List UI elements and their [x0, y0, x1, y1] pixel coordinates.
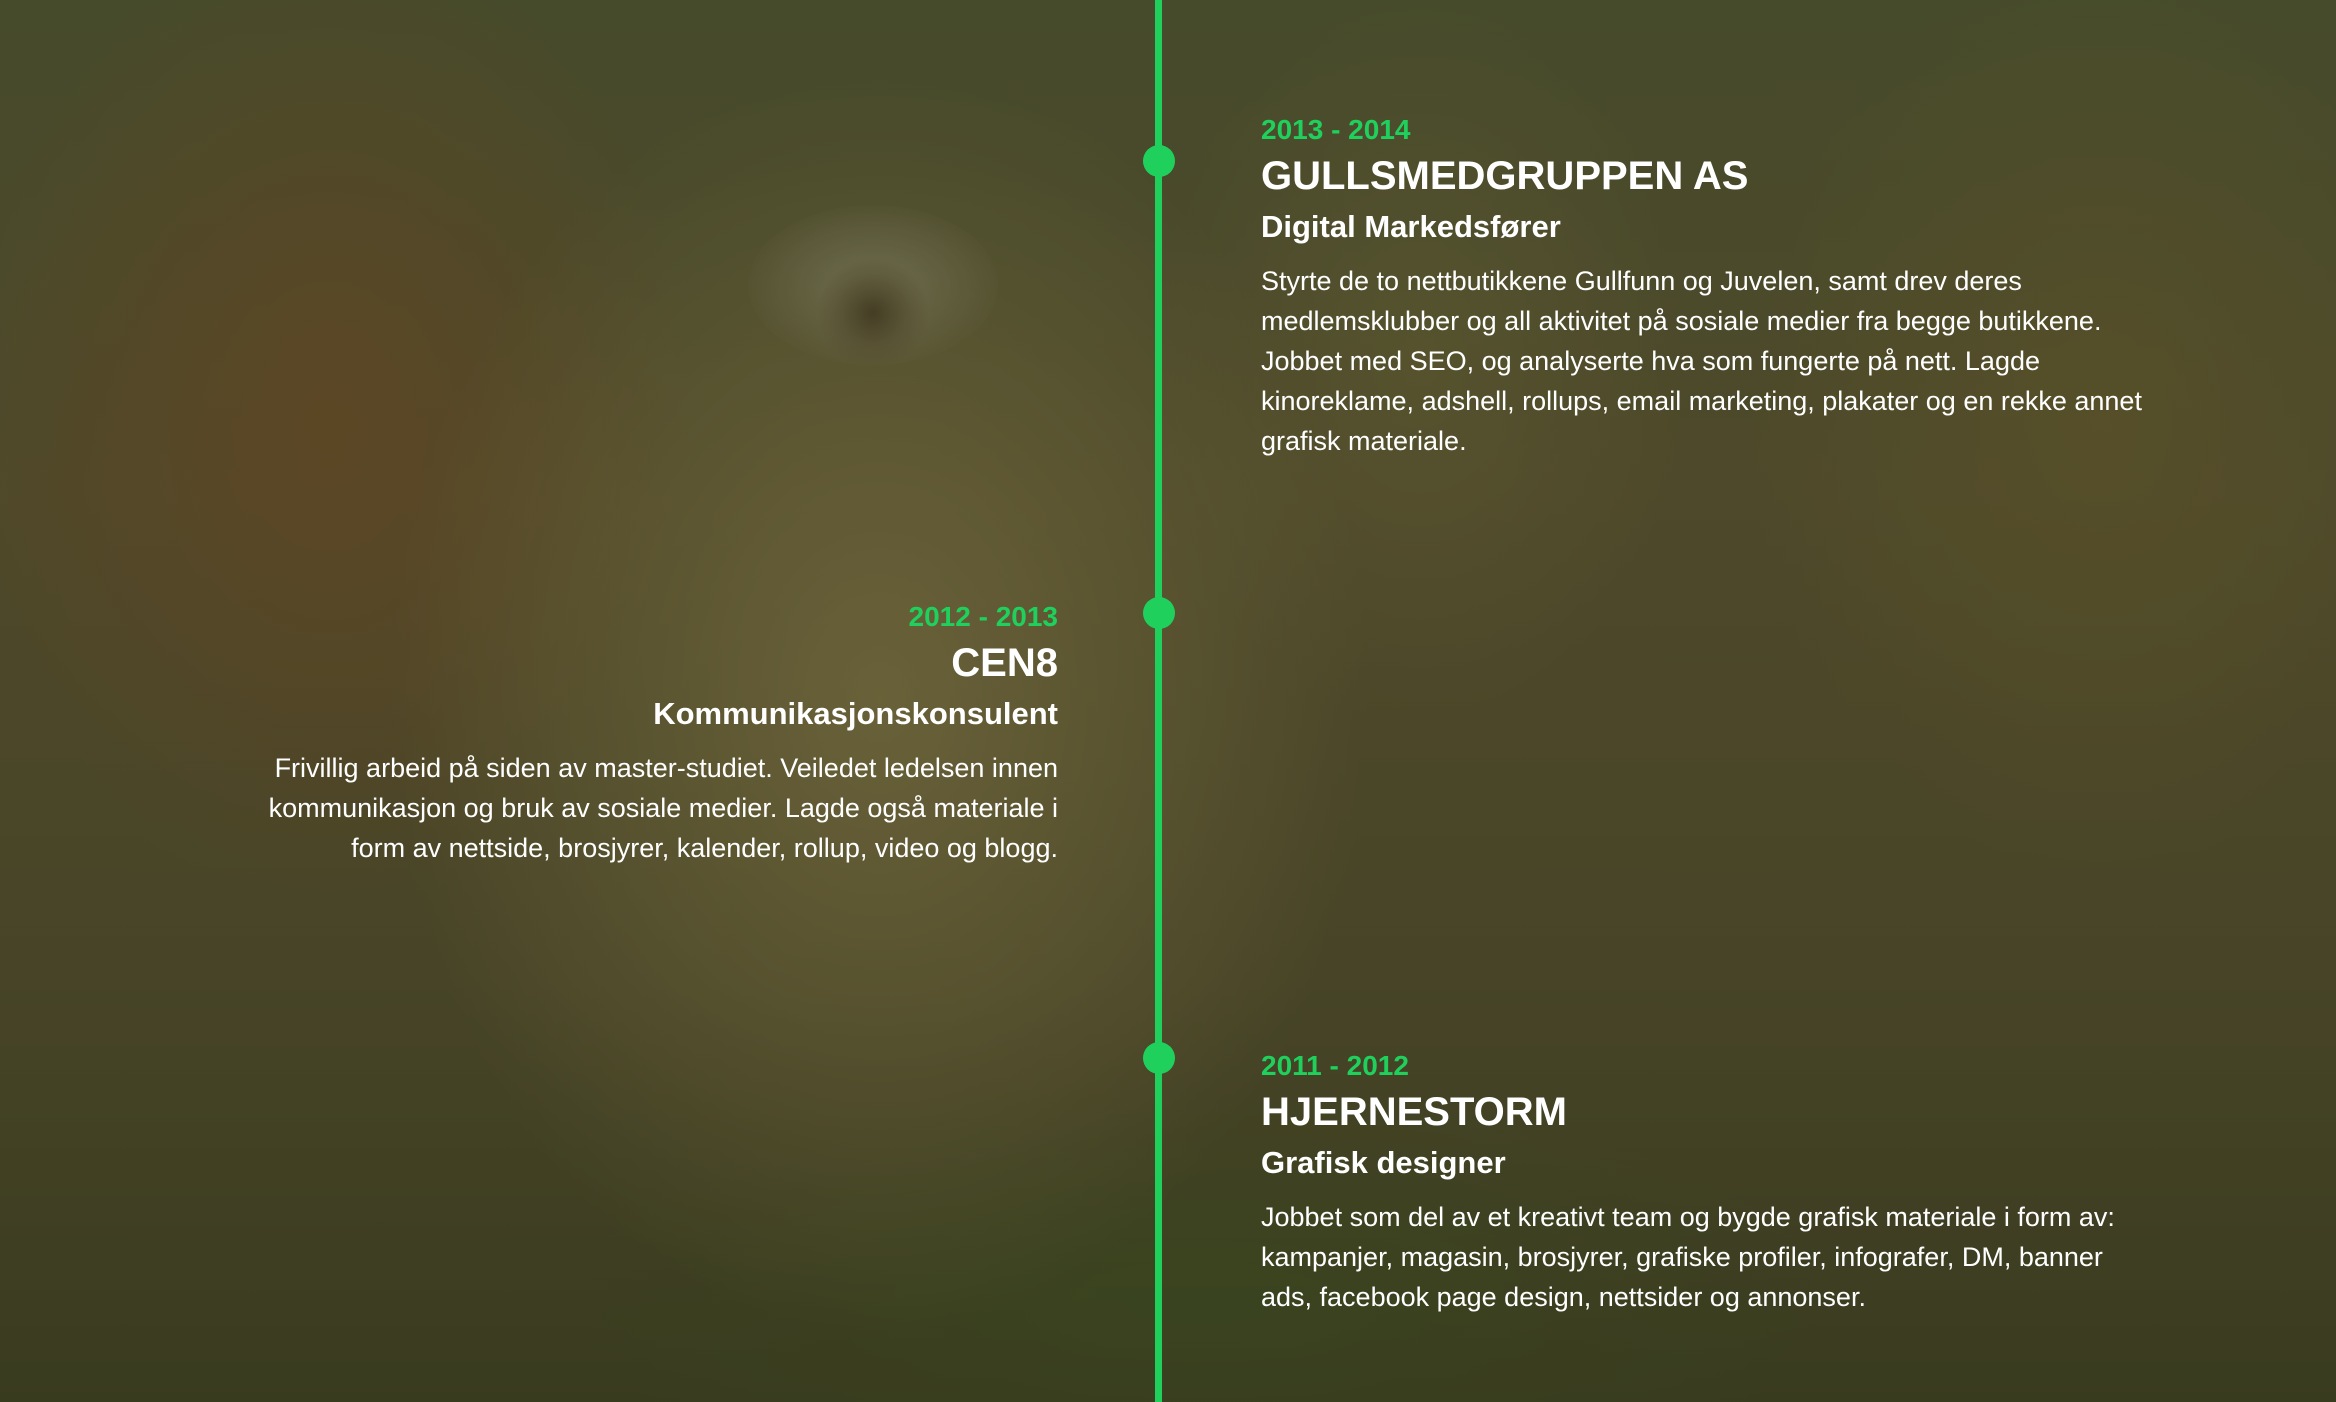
entry-description: Styrte de to nettbutikkene Gullfunn og J… [1261, 266, 2142, 456]
entry-role: Kommunikasjonskonsulent [653, 696, 1058, 731]
background-eye [748, 205, 998, 365]
timeline-dot [1143, 597, 1175, 629]
entry-company: GULLSMEDGRUPPEN AS [1261, 154, 1749, 198]
entry-role: Grafisk designer [1261, 1145, 1506, 1180]
timeline-dot [1143, 145, 1175, 177]
background-pupil [818, 258, 928, 368]
entry-company: CEN8 [951, 641, 1058, 685]
timeline-dot [1143, 1042, 1175, 1074]
entry-years: 2013 - 2014 [1261, 114, 1411, 145]
entry-company: HJERNESTORM [1261, 1090, 1567, 1134]
timeline-entry: 2011 - 2012 HJERNESTORM Grafisk designer… [1261, 1049, 2161, 1317]
timeline-line [1155, 0, 1162, 1402]
timeline-entry: 2012 - 2013 CEN8 Kommunikasjonskonsulent… [258, 600, 1058, 868]
entry-years: 2011 - 2012 [1261, 1050, 1409, 1081]
entry-description: Jobbet som del av et kreativt team og by… [1261, 1202, 2115, 1312]
entry-years: 2012 - 2013 [908, 601, 1058, 632]
entry-description: Frivillig arbeid på siden av master-stud… [268, 753, 1058, 863]
timeline-entry: 2013 - 2014 GULLSMEDGRUPPEN AS Digital M… [1261, 113, 2161, 461]
entry-role: Digital Markedsfører [1261, 209, 1561, 244]
